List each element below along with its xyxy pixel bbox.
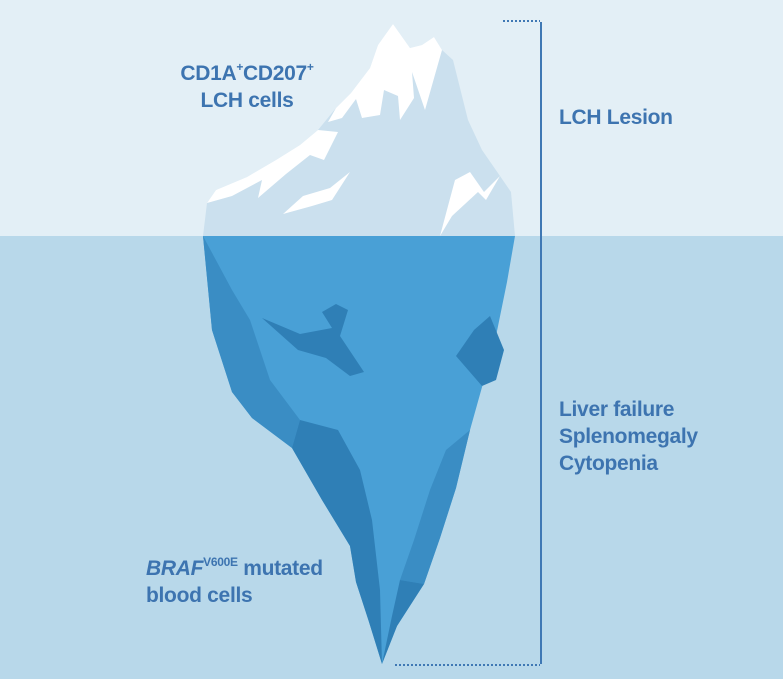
braf-mutated-cells-label: BRAFV600E mutated blood cells	[146, 555, 323, 607]
snow-cap-main	[328, 24, 442, 122]
lch-lesion-label: LCH Lesion	[559, 106, 673, 129]
symptom-item: Splenomegaly	[559, 425, 698, 448]
iceberg-tip	[203, 24, 515, 236]
symptom-item: Liver failure	[559, 398, 675, 421]
ice-facet-6	[382, 580, 424, 664]
ice-facet-5	[456, 316, 504, 386]
lch-cells-label: CD1A+CD207+ LCH cells	[180, 60, 314, 112]
ice-facet-4	[262, 304, 364, 376]
snow-cap-left	[207, 130, 338, 203]
ice-facet-2	[292, 420, 382, 664]
iceberg-underwater	[203, 236, 515, 664]
symptom-item: Cytopenia	[559, 452, 658, 475]
snow-streak-1	[283, 172, 350, 214]
snow-streak-2	[440, 172, 500, 236]
symptom-list: Liver failure Splenomegaly Cytopenia	[559, 396, 698, 477]
ice-facet-3	[400, 430, 470, 584]
ice-facet-1	[203, 236, 300, 448]
